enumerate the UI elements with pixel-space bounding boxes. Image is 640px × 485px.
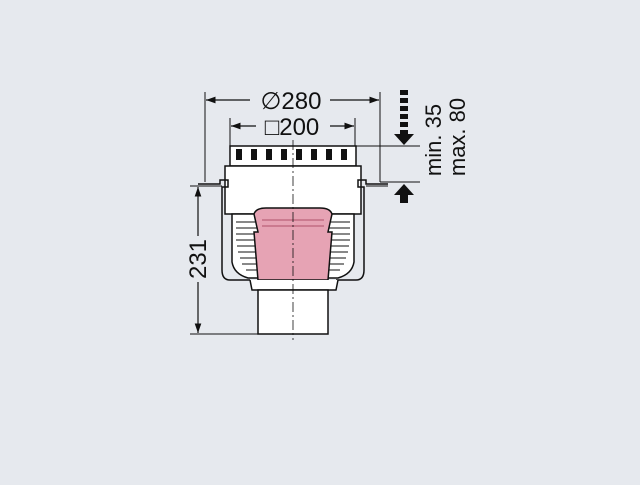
- adjust-min-label: min. 35: [421, 104, 446, 176]
- dimension-height: 231: [185, 185, 258, 335]
- adjust-down-arrow: [394, 90, 414, 145]
- adjust-up-arrow: [394, 184, 414, 203]
- dimension-diameter: ∅280: [204, 88, 381, 182]
- diameter-label: ∅280: [261, 88, 322, 115]
- dimension-square: □200: [229, 114, 356, 148]
- adjustment-range: min. 35 max. 80: [356, 90, 470, 203]
- adjust-max-label: max. 80: [445, 98, 470, 176]
- height-label: 231: [185, 239, 212, 279]
- outlet-pipe: [249, 279, 339, 335]
- square-label: □200: [265, 114, 320, 141]
